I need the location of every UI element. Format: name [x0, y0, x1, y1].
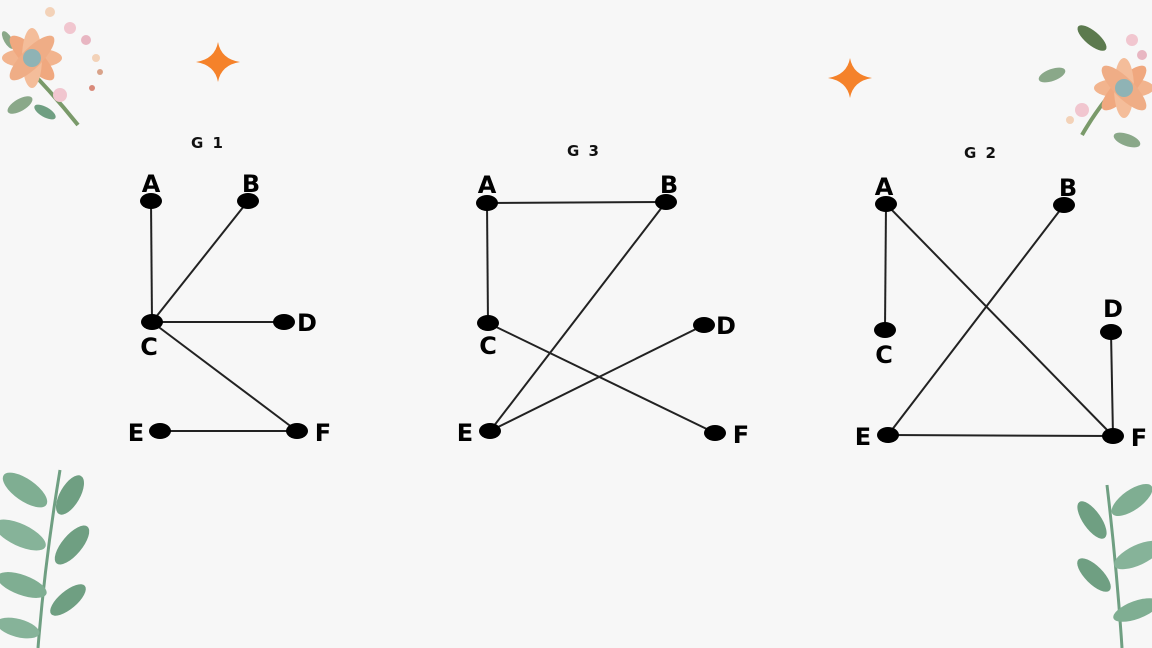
leaf-branch-icon: [0, 469, 90, 648]
edge-C-F: [487, 322, 716, 434]
node-label-E: E: [128, 419, 144, 447]
sparkle-icon: [828, 58, 872, 98]
node-F: [704, 425, 726, 441]
node-label-F: F: [733, 421, 749, 449]
node-B: [237, 193, 259, 209]
node-label-A: A: [142, 170, 161, 198]
node-label-B: B: [242, 170, 260, 198]
node-F: [1102, 428, 1124, 444]
node-label-E: E: [855, 423, 871, 451]
graph-g2: G 2 A B C D E F: [855, 144, 1147, 452]
edge-A-C: [150, 200, 153, 323]
node-label-C: C: [479, 332, 497, 360]
node-A: [875, 196, 897, 212]
edge-B-C: [151, 200, 249, 323]
edge-A-B: [486, 201, 667, 204]
node-B: [655, 194, 677, 210]
graph-g3: G 3 A B C D E F: [457, 142, 749, 449]
node-label-F: F: [315, 419, 331, 447]
node-E: [877, 427, 899, 443]
node-label-D: D: [297, 309, 317, 337]
graph-title: G 2: [964, 144, 998, 162]
graph-title: G 3: [567, 142, 601, 160]
sparkle-icon: [196, 42, 240, 82]
node-C: [141, 314, 163, 330]
node-F: [286, 423, 308, 439]
edge-A-C: [884, 203, 887, 331]
node-label-B: B: [1059, 174, 1077, 202]
node-C: [477, 315, 499, 331]
node-label-C: C: [875, 341, 893, 369]
node-label-F: F: [1131, 424, 1147, 452]
node-label-B: B: [660, 171, 678, 199]
node-label-E: E: [457, 419, 473, 447]
node-label-D: D: [1103, 295, 1123, 323]
node-D: [1100, 324, 1122, 340]
edge-C-F: [151, 321, 298, 432]
node-D: [273, 314, 295, 330]
node-A: [476, 195, 498, 211]
node-E: [479, 423, 501, 439]
flower-bouquet-icon: [1, 7, 103, 127]
node-label-A: A: [478, 171, 497, 199]
edge-D-F: [1110, 331, 1114, 437]
flower-bouquet-icon: [1038, 25, 1152, 148]
node-E: [149, 423, 171, 439]
edge-B-E: [887, 204, 1065, 436]
edge-B-E: [489, 201, 667, 432]
graph-title: G 1: [191, 134, 225, 152]
edge-E-F: [887, 434, 1114, 437]
node-A: [140, 193, 162, 209]
node-C: [874, 322, 896, 338]
node-D: [693, 317, 715, 333]
node-label-D: D: [716, 312, 736, 340]
node-label-A: A: [875, 173, 894, 201]
edge-A-C: [486, 202, 489, 324]
node-label-C: C: [140, 333, 158, 361]
leaf-branch-icon: [1077, 483, 1152, 648]
node-B: [1053, 197, 1075, 213]
graph-g1: G 1 A B C D E F: [128, 134, 331, 447]
graphs-layer: G 1 A B C D E F G 3 A B C D E F G 2 A B C D E F: [128, 134, 1147, 452]
edge-D-E: [489, 324, 705, 432]
edge-A-F: [885, 203, 1114, 437]
